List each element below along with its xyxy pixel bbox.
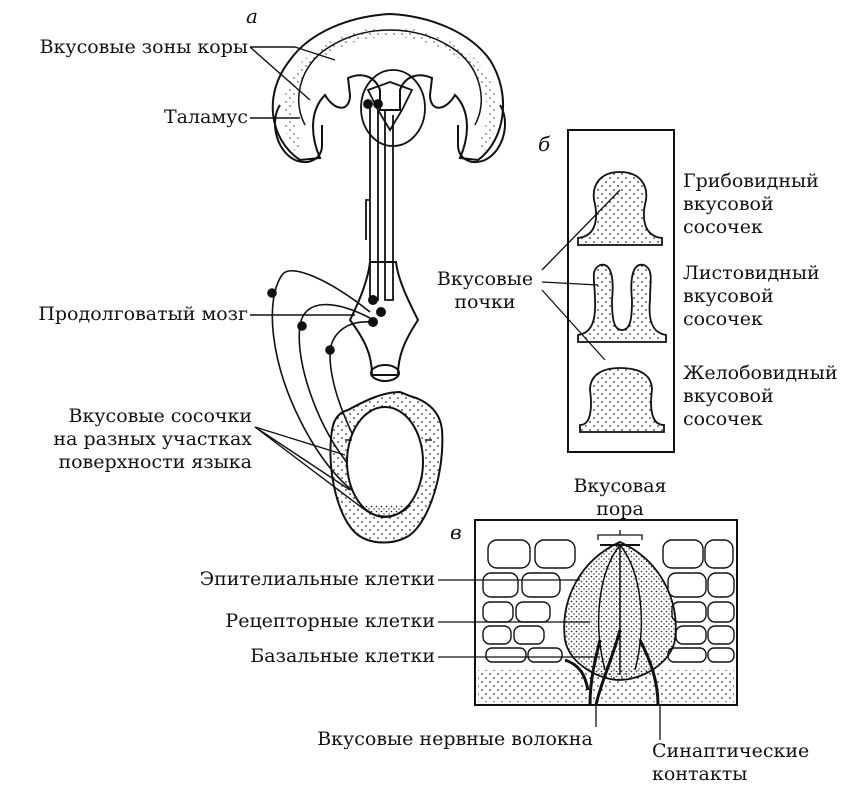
label-papillae-tongue: Вкусовые сосочки на разных участках пове… (53, 405, 252, 473)
label-foliate: Листовидный вкусовой сосочек (683, 262, 820, 330)
panel-b-box (567, 129, 675, 453)
panel-letter-b: б (538, 132, 551, 156)
epithelial-cells (482, 539, 735, 663)
papilla-fungiform (577, 171, 663, 246)
label-receptor-cells: Рецепторные клетки (225, 610, 435, 632)
leader-lines-v (438, 530, 661, 740)
taste-bud (563, 541, 677, 681)
label-synaptic-contacts: Синаптические контакты (652, 740, 810, 785)
nerve-fibers (564, 629, 660, 706)
panel-letter-a: а (246, 4, 258, 28)
label-medulla: Продолговатый мозг (38, 303, 248, 325)
cortex-fill (283, 26, 497, 153)
label-nerve-fibers: Вкусовые нервные волокна (317, 728, 593, 750)
label-thalamus: Таламус (164, 106, 248, 128)
label-taste-buds: Вкусовые почки (436, 268, 534, 313)
pathway-tract (365, 100, 394, 301)
label-epithelial-cells: Эпителиальные клетки (199, 568, 435, 590)
label-fungiform: Грибовидный вкусовой сосочек (683, 170, 819, 238)
leader-lines-a (249, 46, 366, 511)
label-basal-cells: Базальные клетки (250, 645, 435, 667)
label-taste-pore: Вкусовая пора (573, 475, 667, 520)
panel-letter-v: в (450, 520, 462, 544)
medulla-shape (348, 261, 420, 382)
leader-lines-b (541, 189, 621, 361)
label-cortex-zones: Вкусовые зоны коры (39, 36, 248, 58)
papilla-circumvallate (579, 367, 665, 433)
papilla-foliate (577, 263, 667, 343)
label-circumvallate: Желобовидный вкусовой сосочек (683, 362, 838, 430)
tongue-shape (329, 390, 444, 544)
